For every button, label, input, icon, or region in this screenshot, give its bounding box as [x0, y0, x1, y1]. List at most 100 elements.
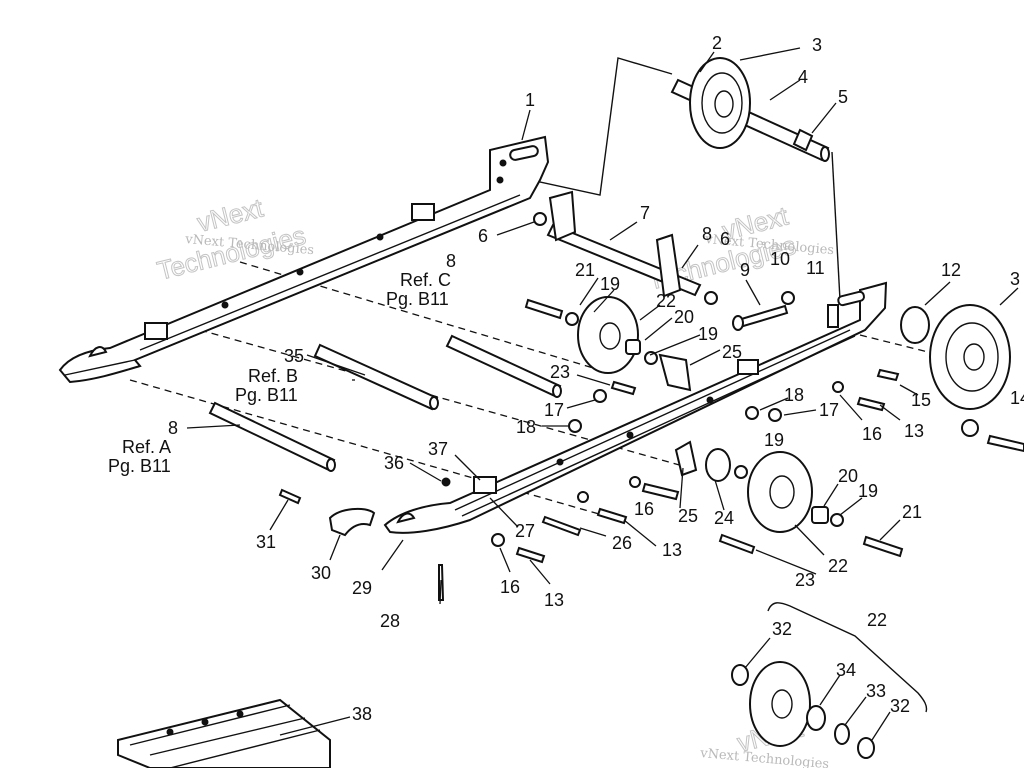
ref-a-label: Ref. A [122, 437, 171, 457]
leader [489, 497, 519, 528]
rail-slot [837, 290, 865, 307]
leader [593, 289, 615, 313]
label-part-3: 3 [1010, 269, 1020, 289]
leader [623, 519, 657, 547]
washer-17 [593, 389, 607, 403]
label-part-14: 14 [1010, 388, 1024, 408]
leader [186, 424, 241, 429]
bolt-21 [524, 298, 564, 320]
leader [879, 404, 901, 421]
label-part-22: 22 [656, 291, 676, 311]
bracket-11 [827, 304, 839, 328]
assembly-line [831, 151, 841, 301]
rail-hole [706, 396, 714, 404]
washer-19 [734, 465, 748, 479]
assembly-line [507, 57, 673, 196]
bolt-head [732, 315, 744, 331]
ref-a-page: Pg. B11 [108, 456, 171, 476]
leader [496, 221, 535, 236]
detail-bracket [767, 602, 928, 713]
label-part-25: 25 [722, 342, 742, 362]
leader [579, 527, 607, 537]
cross-shafts [208, 334, 562, 472]
washer-16 [629, 476, 641, 488]
leader [499, 547, 511, 573]
rear-wheel [689, 57, 751, 149]
rail-detail [64, 194, 526, 376]
rail-detail [454, 329, 856, 517]
leader [409, 462, 442, 482]
bearing-32 [731, 664, 749, 686]
label-part-16: 16 [500, 577, 520, 597]
bolt-13 [856, 396, 886, 412]
label-part-23: 23 [550, 362, 570, 382]
label-part-19: 19 [858, 481, 878, 501]
label-part-18: 18 [784, 385, 804, 405]
label-part-20: 20 [838, 466, 858, 486]
leader [579, 277, 599, 306]
leader [759, 397, 789, 411]
rear-axle-assembly [670, 57, 830, 162]
part-labels: 1 2 3 4 5 6 7 8 6 9 10 11 12 3 14 15 13 … [256, 33, 1024, 724]
leader [745, 279, 761, 306]
rail-lower-side [383, 281, 888, 534]
rear-wheel-hub [714, 90, 734, 118]
label-part-22: 22 [867, 610, 887, 630]
pivot-arm-left [548, 190, 577, 242]
rail-hole [296, 268, 304, 276]
label-part-26: 26 [612, 533, 632, 553]
label-part-30: 30 [311, 563, 331, 583]
snap-ring-33 [834, 723, 850, 745]
leader [879, 519, 901, 541]
axle-spacer [792, 128, 814, 152]
ref-b-label: Ref. B [248, 366, 298, 386]
label-part-15: 15 [911, 390, 931, 410]
washer-19 [565, 312, 579, 326]
leader [811, 102, 837, 134]
leader [649, 334, 701, 356]
leader [609, 221, 638, 241]
leader [681, 244, 699, 269]
shaft-8-ref-c [445, 334, 562, 398]
leader [769, 79, 801, 101]
label-part-19: 19 [764, 430, 784, 450]
rail-hole [496, 176, 504, 184]
upper-rail [58, 135, 550, 384]
label-part-6: 6 [478, 226, 488, 246]
washer-14 [961, 419, 979, 437]
bolt-23 [610, 380, 637, 396]
right-wheel-assembly [900, 304, 1024, 453]
washer-16 [577, 491, 589, 503]
leader [823, 483, 839, 507]
label-part-2: 2 [712, 33, 722, 53]
slider-cap-30 [328, 507, 376, 537]
bolt-23 [718, 533, 756, 555]
leader [381, 539, 404, 571]
label-part-34: 34 [836, 660, 856, 680]
leader [454, 454, 481, 481]
label-part-17: 17 [819, 400, 839, 420]
leader [924, 281, 951, 306]
leader [529, 559, 551, 585]
label-part-21: 21 [902, 502, 922, 522]
label-part-8: 8 [702, 224, 712, 244]
rail-hole [556, 458, 564, 466]
leader-lines [186, 47, 1019, 741]
label-part-23: 23 [795, 570, 815, 590]
bracket-25 [658, 353, 692, 392]
nut-18 [745, 406, 759, 420]
bearing-32 [857, 737, 875, 759]
leader [699, 51, 715, 73]
track-38 [117, 698, 331, 768]
leader [306, 354, 366, 376]
rear-idler-hub [963, 343, 985, 371]
label-part-16: 16 [862, 424, 882, 444]
mid-wheel-upper [524, 296, 692, 392]
rail-upper-side [58, 135, 550, 384]
reference-callouts: 8 Ref. C Pg. B11 35 Ref. B Pg. B11 8 Ref… [108, 251, 456, 476]
ref-a-number: 8 [168, 418, 178, 438]
leader [871, 711, 891, 741]
label-part-22: 22 [828, 556, 848, 576]
